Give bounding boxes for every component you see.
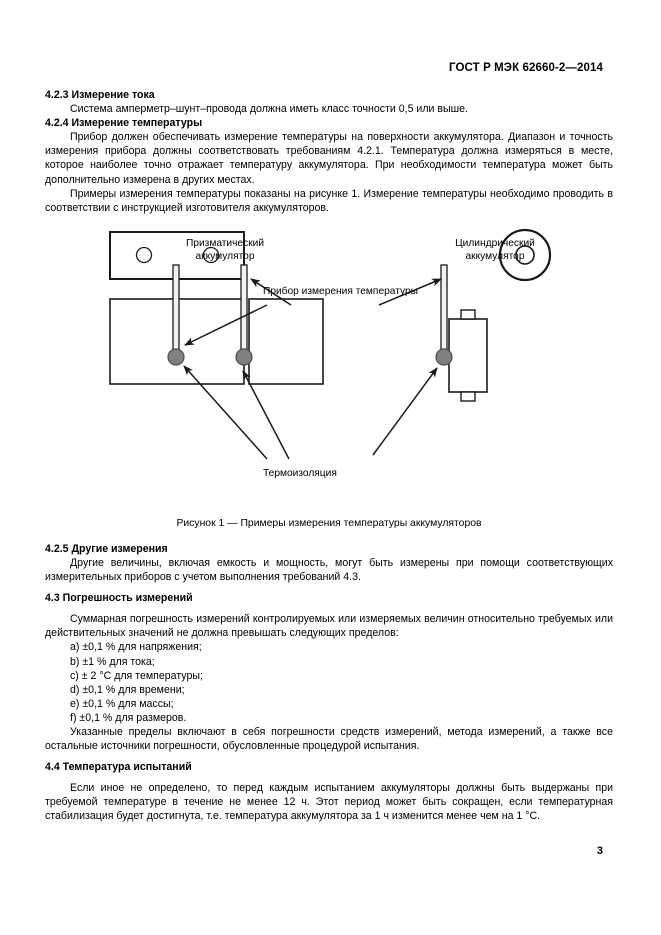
figure-label-cylindrical: Цилиндрический аккумулятор (455, 237, 535, 262)
paragraph-4-2-4-2: Примеры измерения температуры показаны н… (45, 187, 613, 214)
figure-label-prismatic: Призматический аккумулятор (185, 237, 265, 262)
page-header-standard: ГОСТ Р МЭК 62660-2—2014 (449, 62, 603, 74)
list-item: c) ± 2 °С для температуры; (70, 669, 203, 682)
heading-4-3: 4.3 Погрешность измерений (45, 592, 193, 605)
paragraph-4-3: Суммарная погрешность измерений контроли… (45, 613, 613, 640)
figure-1: Призматический аккумулятор Цилиндрически… (45, 227, 613, 517)
page-number: 3 (596, 845, 603, 857)
heading-4-2-5: 4.2.5 Другие измерения (45, 542, 168, 555)
list-item: d) ±0,1 % для времени; (70, 683, 185, 696)
cylindrical-top-view (498, 228, 552, 281)
cylindrical-front-view (435, 264, 488, 402)
list-item: a) ±0,1 % для напряжения; (70, 641, 202, 654)
list-item: f) ±0,1 % для размеров. (70, 711, 187, 724)
paragraph-4-2-4-1: Прибор должен обеспечивать измерение тем… (45, 131, 613, 186)
figure-label-device: Прибор измерения температуры (263, 285, 418, 297)
document-body: 4.2.3 Измерение тока Система амперметр–ш… (45, 88, 613, 824)
heading-4-2-3: 4.2.3 Измерение тока (45, 89, 155, 101)
heading-4-2-4: 4.2.4 Измерение температуры (45, 117, 203, 130)
error-limits-list: a) ±0,1 % для напряжения; b) ±1 % для то… (45, 640, 613, 725)
paragraph-4-4: Если иное не определено, то перед каждым… (45, 782, 613, 823)
figure-label-insulation: Термоизоляция (263, 467, 337, 479)
figure-diagram (109, 228, 552, 460)
list-item: e) ±0,1 % для массы; (70, 697, 174, 710)
middle-battery-side-view (235, 264, 324, 385)
prismatic-front-view (109, 264, 245, 385)
list-item: b) ±1 % для тока; (70, 655, 155, 668)
paragraph-4-3-tail: Указанные пределы включают в себя погреш… (45, 725, 613, 753)
paragraph-4-2-3: Система амперметр–шунт–провода должна им… (70, 103, 468, 116)
device-pointer-arrows (184, 278, 442, 346)
heading-4-4: 4.4 Температура испытаний (45, 761, 192, 774)
paragraph-4-2-5: Другие величины, включая емкость и мощно… (45, 556, 613, 584)
figure-1-caption: Рисунок 1 — Примеры измерения температур… (176, 517, 482, 529)
insulation-pointer-arrows (183, 365, 438, 460)
